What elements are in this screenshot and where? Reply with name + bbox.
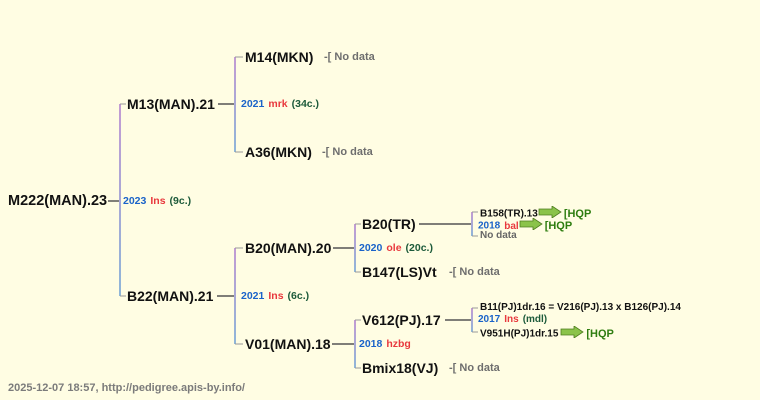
b20tr-parent-line: B158(TR).13 [HQP — [480, 205, 592, 222]
pedigree-node-b22[interactable]: B22(MAN).21 — [127, 288, 214, 304]
colony-count: (mdl) — [522, 314, 548, 325]
no-data-label: -[ No data — [449, 266, 500, 278]
pedigree-node-b147[interactable]: B147(LS)Vt — [362, 264, 437, 280]
hqp-link[interactable]: [HQP — [544, 219, 573, 232]
hqp-link[interactable]: [HQP — [586, 327, 614, 340]
station-code: hzbg — [386, 338, 411, 350]
year: 2020 — [359, 242, 383, 254]
pedigree-node-root[interactable]: M222(MAN).23 — [8, 193, 108, 209]
year: 2021 — [241, 98, 265, 110]
station-code: mrk — [268, 98, 288, 110]
v612-drone-line: V951H(PJ)1dr.15 [HQP — [480, 325, 614, 342]
pedigree-node-b20man[interactable]: B20(MAN).20 — [245, 240, 332, 256]
no-data-label: -[ No data — [324, 51, 375, 63]
arrow-right-icon — [560, 325, 585, 342]
arrow-right-icon — [538, 205, 562, 222]
colony-count: (6c.) — [287, 290, 310, 302]
no-data-label: No data — [480, 230, 517, 241]
parent-label: B158(TR).13 — [480, 208, 538, 220]
station-code: ole — [386, 242, 402, 254]
pedigree-node-a36[interactable]: A36(MKN) — [245, 144, 312, 160]
pedigree-node-v612[interactable]: V612(PJ).17 — [362, 312, 441, 328]
bracket — [471, 308, 473, 332]
pedigree-node-m13[interactable]: M13(MAN).21 — [127, 96, 215, 112]
year: 2021 — [241, 290, 265, 302]
hqp-link[interactable]: [HQP — [563, 207, 592, 220]
pedigree-node-m14[interactable]: M14(MKN) — [245, 49, 314, 65]
arrow-right-icon — [519, 217, 543, 234]
station-code: Ins — [150, 195, 166, 207]
year: 2018 — [478, 220, 501, 232]
station-code: bal — [504, 220, 519, 232]
no-data-label: -[ No data — [322, 146, 373, 158]
bracket — [234, 248, 236, 344]
station-code: Ins — [268, 290, 284, 302]
no-data-label: -[ No data — [449, 362, 500, 374]
year: 2017 — [478, 314, 501, 325]
bracket — [119, 104, 121, 296]
pedigree-node-v01[interactable]: V01(MAN).18 — [245, 336, 331, 352]
pedigree-node-b20tr[interactable]: B20(TR) — [362, 216, 416, 232]
bracket — [354, 224, 356, 272]
footer-timestamp-url: 2025-12-07 18:57, http://pedigree.apis-b… — [8, 382, 245, 394]
colony-count: (20c.) — [405, 242, 433, 254]
year: 2018 — [359, 338, 383, 350]
station-code: Ins — [504, 314, 519, 325]
colony-count: (34c.) — [291, 98, 320, 110]
pedigree-node-bmix[interactable]: Bmix18(VJ) — [362, 360, 439, 376]
colony-count: (9c.) — [169, 195, 192, 207]
bracket — [234, 57, 236, 152]
bracket — [471, 212, 473, 236]
year: 2023 — [123, 195, 147, 207]
v612-parent-line: B11(PJ)1dr.16 = V216(PJ).13 x B126(PJ).1… — [480, 302, 681, 313]
drone-label: V951H(PJ)1dr.15 — [480, 328, 559, 340]
bracket — [354, 320, 356, 368]
